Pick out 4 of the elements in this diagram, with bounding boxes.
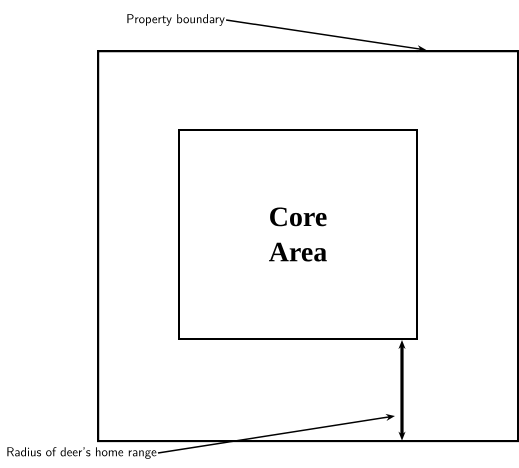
boundary-label: Property boundary: [127, 14, 225, 26]
core-area-box: Core Area: [178, 129, 418, 340]
property-box: [97, 50, 519, 442]
radius-label: Radius of deer’s home range: [7, 447, 156, 459]
